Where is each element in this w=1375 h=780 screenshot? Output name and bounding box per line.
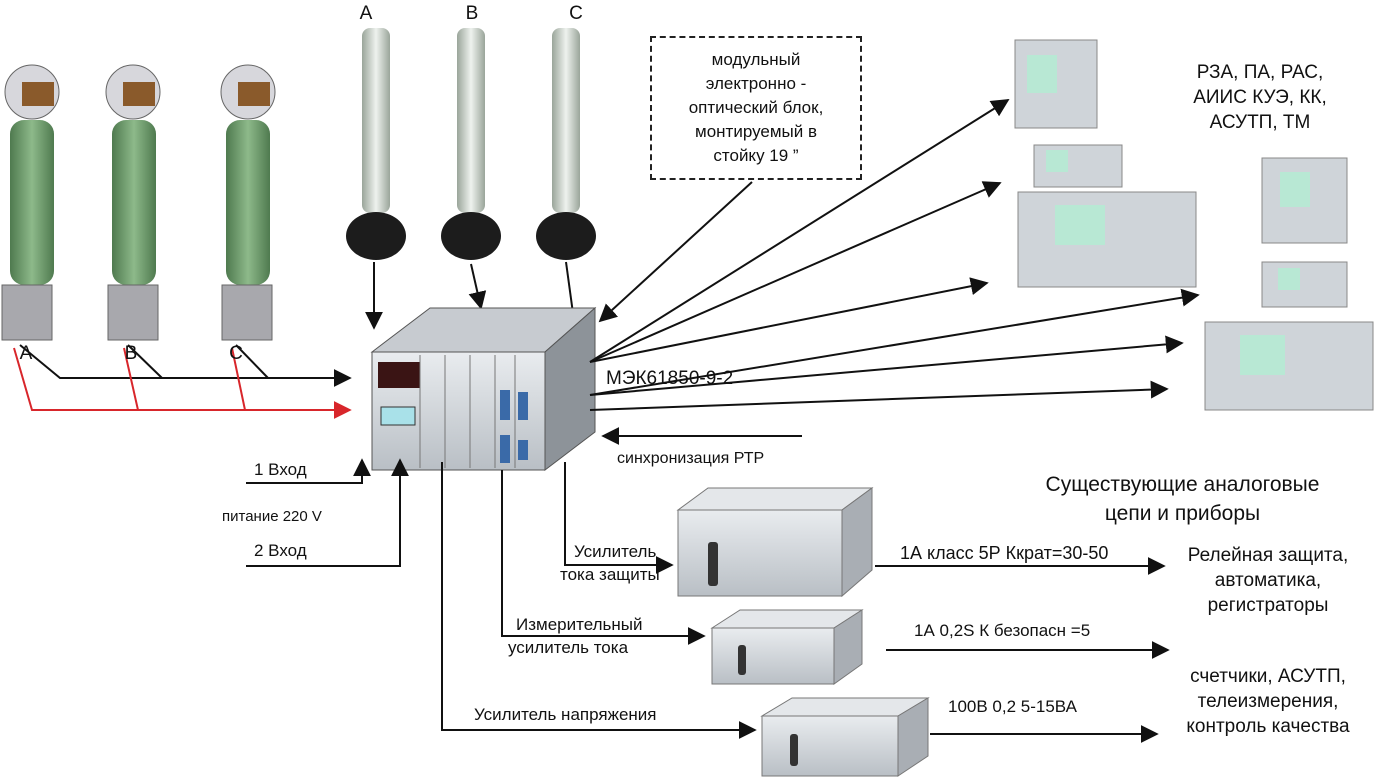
wire-ct-black [19,344,352,387]
measuring-amp-label: Измерительный усилитель тока [508,613,668,659]
outdoor-ct-c [220,64,276,341]
outdoor-ct-a [1,64,60,341]
central-rack-unit [370,306,597,472]
existing-heading-line: цепи и приборы [1104,502,1261,525]
meter-consumers-line: телеизмерения, [1197,691,1339,712]
measuring-amp-label-line: усилитель тока [508,638,629,657]
relay-device-5 [1261,261,1348,308]
arrow-sensor-b [468,263,487,310]
callout-line: монтируемый в [695,122,817,141]
wire-measuring-amp [501,470,706,645]
devices-label: РЗА, ПА, РАС, АИИС КУЭ, КК, АСУТП, ТМ [1180,60,1340,135]
phase-label-top-b: B [465,3,479,24]
relay-consumers-line: автоматика, [1214,570,1322,591]
relay-device-2 [1033,144,1123,188]
protection-amplifier [676,487,874,598]
existing-heading-line: Существующие аналоговые [1045,473,1320,496]
meter-consumers-line: контроль качества [1186,716,1350,737]
phase-label-bottom-b: B [124,343,138,364]
outdoor-ct-b [105,64,161,341]
protection-amp-label-line: тока защиты [560,565,660,584]
phase-label-bottom-a: A [19,343,33,364]
phase-label-bottom-c: C [229,343,243,364]
protection-spec: 1А класс 5Р Ккрат=30-50 [900,543,1109,563]
optical-sensor-a [346,28,406,260]
measuring-spec: 1А 0,2S К безопасн =5 [914,621,1091,640]
protection-amp-label-line: Усилитель [574,542,657,561]
relay-consumers: Релейная защита, автоматика, регистратор… [1168,543,1368,618]
measuring-amplifier [710,609,864,685]
relay-device-1 [1014,39,1098,129]
optical-sensor-c [536,28,596,260]
relay-device-4 [1261,157,1348,244]
protocol-label: МЭК61850-9-2 [606,368,734,389]
relay-consumers-line: регистраторы [1207,595,1329,616]
wire-voltage-amp [441,462,757,739]
input-1-label: 1 Вход [254,460,307,479]
wire-input-1 [246,458,371,484]
callout-line: оптический блок, [688,98,824,117]
sync-label: синхронизация РТР [617,450,765,467]
devices-label-line: АИИС КУЭ, КК, [1193,87,1327,108]
voltage-amp-label: Усилитель напряжения [474,705,657,724]
measuring-amp-label-line: Измерительный [516,615,643,634]
devices-label-line: РЗА, ПА, РАС, [1196,62,1324,83]
callout-line: модульный [711,50,801,69]
protection-amp-label: Усилитель тока защиты [560,540,685,586]
power-label: питание 220 V [222,508,322,525]
wire-protection-amp [564,462,674,574]
relay-consumers-line: Релейная защита, [1187,545,1349,566]
meter-consumers-line: счетчики, АСУТП, [1190,666,1346,687]
callout-line: электронно - [705,74,807,93]
input-2-label: 2 Вход [254,541,307,560]
phase-label-top-c: C [569,3,583,24]
relay-device-3 [1017,191,1197,288]
voltage-amplifier [760,697,930,777]
meter-consumers: счетчики, АСУТП, телеизмерения, контроль… [1168,664,1368,739]
relay-device-6 [1204,321,1374,411]
wire-input-2 [246,458,409,567]
callout-line: стойку 19 ” [713,146,799,165]
optical-unit-callout: модульный электронно - оптический блок, … [650,36,862,180]
phase-label-top-a: A [359,3,373,24]
existing-circuits-heading: Существующие аналоговые цепи и приборы [1040,470,1325,528]
protocol-fanout-arrows [589,99,1200,411]
optical-sensor-b [441,28,501,260]
arrow-callout [598,181,753,323]
voltage-spec: 100В 0,2 5-15ВА [948,697,1077,716]
devices-label-line: АСУТП, ТМ [1209,112,1311,133]
